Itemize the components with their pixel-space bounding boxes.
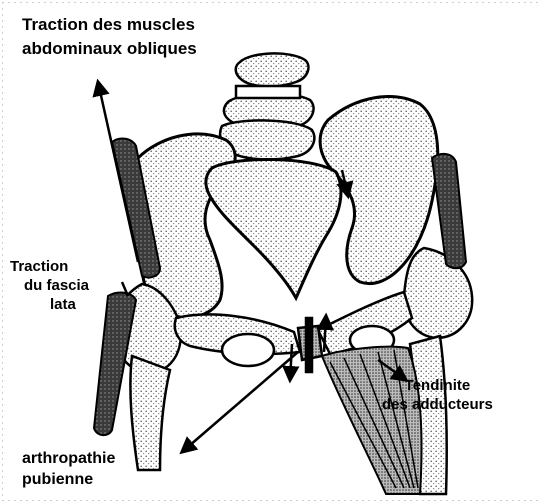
label-adducteurs-line2: des adducteurs	[382, 395, 493, 414]
label-fascia-line2: du fascia	[10, 276, 89, 295]
pubic-symphysis	[298, 318, 322, 372]
lumbar-vertebrae	[220, 53, 314, 159]
arrow-pubienne	[182, 352, 298, 452]
label-pubienne-line2: pubienne	[22, 469, 115, 490]
label-pubienne: arthropathie pubienne	[22, 448, 115, 490]
label-adducteurs-line1: Tendinite	[382, 376, 493, 395]
label-fascia-line3: lata	[10, 295, 89, 314]
sacrum	[206, 159, 341, 298]
label-obliques: Traction des muscles abdominaux obliques	[22, 13, 197, 61]
label-obliques-line1: Traction des muscles	[22, 13, 197, 37]
label-pubienne-line1: arthropathie	[22, 448, 115, 469]
label-obliques-line2: abdominaux obliques	[22, 37, 197, 61]
label-adducteurs: Tendinite des adducteurs	[382, 376, 493, 414]
label-fascia-line1: Traction	[10, 257, 89, 276]
label-fascia: Traction du fascia lata	[10, 257, 89, 314]
